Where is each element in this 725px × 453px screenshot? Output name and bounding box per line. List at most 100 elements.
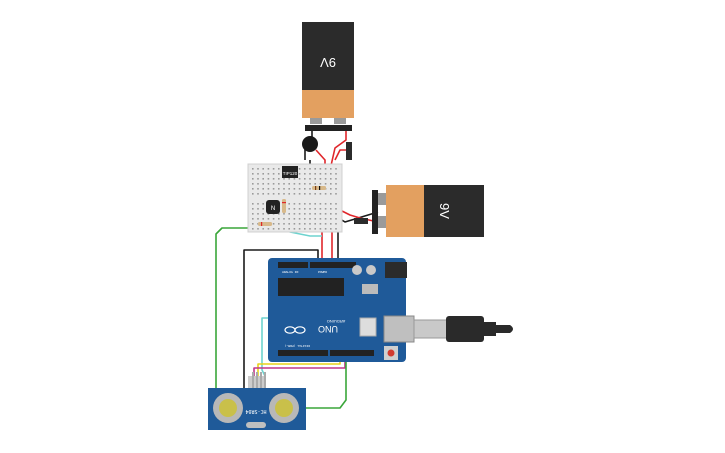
breadboard-hole <box>335 178 337 180</box>
analog-label: ANALOG IN <box>282 270 298 274</box>
breadboard-hole <box>304 208 306 210</box>
wire-green-left[interactable] <box>215 227 262 392</box>
switch-right[interactable] <box>354 218 368 224</box>
breadboard-hole <box>272 173 275 175</box>
breadboard-hole <box>304 188 306 190</box>
breadboard-hole <box>252 183 254 185</box>
breadboard-hole <box>267 183 270 185</box>
transistor-n[interactable]: N <box>266 200 280 214</box>
breadboard-hole <box>252 208 254 210</box>
breadboard-hole <box>324 173 327 175</box>
breadboard-hole <box>288 208 290 210</box>
breadboard-hole <box>314 218 316 220</box>
breadboard-hole <box>324 203 327 205</box>
breadboard-hole <box>278 188 280 190</box>
breadboard-hole <box>252 178 254 180</box>
breadboard-hole <box>314 203 316 205</box>
breadboard-hole <box>278 223 280 225</box>
switch-top[interactable] <box>346 142 352 160</box>
breadboard-hole <box>309 223 311 225</box>
transistor-label: N <box>271 206 275 212</box>
breadboard-hole <box>335 223 337 225</box>
wire-teal-sensor[interactable] <box>261 317 268 377</box>
resistor-1[interactable] <box>312 186 326 190</box>
resistor-3[interactable] <box>258 222 272 226</box>
breadboard-hole <box>330 173 332 175</box>
ultrasonic-sensor[interactable]: HC-SR04 <box>208 372 306 430</box>
breadboard-hole <box>267 218 270 220</box>
breadboard-hole <box>293 228 296 230</box>
breadboard-hole <box>319 208 322 210</box>
breadboard-hole <box>267 168 270 170</box>
breadboard-hole <box>252 203 254 205</box>
breadboard-hole <box>262 193 264 195</box>
breadboard-hole <box>288 178 290 180</box>
breadboard-hole <box>319 183 322 185</box>
breadboard-hole <box>304 213 306 215</box>
breadboard-hole <box>309 228 311 230</box>
breadboard-hole <box>257 188 259 190</box>
dc-motor[interactable] <box>302 136 318 152</box>
breadboard-hole <box>267 193 270 195</box>
wire-red-top-battery[interactable] <box>329 130 347 171</box>
resistor-2[interactable] <box>282 199 286 213</box>
breadboard-hole <box>293 218 296 220</box>
breadboard-hole <box>324 168 327 170</box>
arduino-uno-board[interactable]: POWER ANALOG IN UNO ARDUINO DIGITAL (PWM… <box>268 258 415 362</box>
breadboard-hole <box>283 218 285 220</box>
usb-cable[interactable] <box>413 316 513 342</box>
breadboard-hole <box>298 183 301 185</box>
breadboard-hole <box>335 208 337 210</box>
breadboard-hole <box>304 173 306 175</box>
breadboard-hole <box>319 193 322 195</box>
breadboard-hole <box>330 208 332 210</box>
wire-black-sensor[interactable] <box>243 249 319 392</box>
breadboard-hole <box>335 183 337 185</box>
battery-top-label: 9V <box>320 55 336 70</box>
breadboard-hole <box>283 223 285 225</box>
breadboard-hole <box>314 213 316 215</box>
breadboard-hole <box>309 193 311 195</box>
breadboard-hole <box>288 228 290 230</box>
wire-green-bottom[interactable] <box>300 356 347 409</box>
battery-right[interactable]: 9V <box>372 185 484 237</box>
breadboard-hole <box>304 228 306 230</box>
breadboard-hole <box>298 228 301 230</box>
battery-top[interactable]: 9V <box>302 22 354 131</box>
breadboard-hole <box>272 228 275 230</box>
breadboard-hole <box>298 188 301 190</box>
breadboard-hole <box>319 168 322 170</box>
breadboard-hole <box>319 203 322 205</box>
sensor-model: HC-SR04 <box>245 408 266 414</box>
breadboard-hole <box>288 188 290 190</box>
breadboard-hole <box>298 168 301 170</box>
breadboard-hole <box>252 188 254 190</box>
tip120-label: TIP120 <box>283 171 298 176</box>
breadboard-hole <box>262 178 264 180</box>
breadboard-hole <box>335 203 337 205</box>
breadboard-hole <box>272 188 275 190</box>
breadboard-hole <box>330 168 332 170</box>
breadboard-hole <box>252 223 254 225</box>
breadboard-hole <box>304 168 306 170</box>
breadboard-hole <box>272 218 275 220</box>
arduino-model: UNO <box>318 324 338 334</box>
breadboard-hole <box>319 213 322 215</box>
breadboard-hole <box>252 218 254 220</box>
breadboard-hole <box>272 168 275 170</box>
breadboard-hole <box>262 183 264 185</box>
breadboard-hole <box>278 193 280 195</box>
breadboard-hole <box>262 228 264 230</box>
breadboard-hole <box>298 218 301 220</box>
breadboard-hole <box>330 228 332 230</box>
breadboard-hole <box>272 193 275 195</box>
tip120-mosfet[interactable]: TIP120 <box>282 166 298 178</box>
breadboard-hole <box>330 213 332 215</box>
breadboard-hole <box>293 178 296 180</box>
breadboard-hole <box>324 183 327 185</box>
breadboard-hole <box>252 213 254 215</box>
breadboard-holes <box>252 168 337 230</box>
breadboard-hole <box>330 183 332 185</box>
breadboard-hole <box>283 213 285 215</box>
breadboard-hole <box>257 168 259 170</box>
